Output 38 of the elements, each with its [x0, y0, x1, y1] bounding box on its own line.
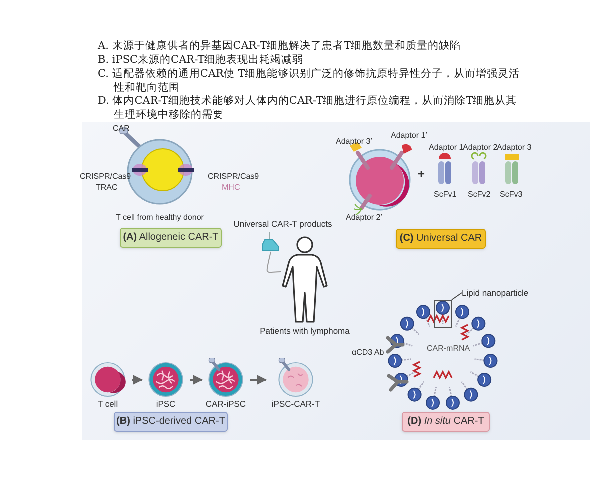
- panel-tag: (D) In situ CAR-T: [402, 412, 490, 432]
- cell-label: iPSC-CAR-T: [272, 400, 320, 408]
- plus-sign: +: [418, 169, 426, 179]
- panel-tag: (A) Allogeneic CAR-T: [120, 228, 222, 248]
- part-label: Lipid nanoparticle: [462, 287, 540, 299]
- part-label: CRISPR/Cas9: [80, 172, 132, 182]
- note-text: A. 来源于健康供者的异基因CAR-T细胞解决了患者T细胞数量和质量的缺陷: [98, 40, 462, 54]
- part-label: Adaptor 3: [497, 143, 532, 153]
- note-text: D. 体内CAR-T细胞技术能够对人体内的CAR-T细胞进行原位编程，从而消除T细胞从其生理环境中移除的需要: [98, 95, 518, 122]
- caption-text: Universal CAR-T products: [232, 219, 334, 230]
- panel-tag: (C) Universal CAR: [396, 229, 486, 249]
- part-label: ScFv2: [468, 190, 491, 200]
- panel-tag: (B) iPSC-derived CAR-T: [114, 412, 228, 432]
- part-label: ScFv3: [500, 190, 523, 200]
- arrow: [132, 375, 143, 385]
- part-label: MHC: [222, 183, 240, 193]
- arrow: [190, 375, 203, 385]
- part-label: T cell from healthy donor: [115, 213, 205, 223]
- part-label: ScFv1: [434, 190, 457, 200]
- part-label: CAR-mRNA: [427, 344, 470, 354]
- part-label: Adaptor 3′: [336, 137, 372, 147]
- cell-label: T cell: [98, 400, 118, 408]
- part-label: CRISPR/Cas9: [208, 172, 260, 182]
- part-label: Adaptor 1: [429, 143, 464, 153]
- part-label: Adaptor 1′: [391, 131, 428, 141]
- leader-line: [452, 292, 462, 300]
- part-label: Adaptor 2: [463, 143, 498, 153]
- cell-label: CAR-iPSC: [206, 400, 246, 408]
- cell-label: iPSC: [156, 400, 176, 408]
- note-text: B. iPSC来源的CAR-T细胞表现出耗竭减弱: [98, 54, 305, 68]
- arrow: [250, 375, 267, 385]
- part-label: Adaptor 2′: [346, 213, 382, 223]
- iv-tube: [266, 252, 282, 274]
- caption-text: Patients with lymphoma: [259, 326, 351, 337]
- part-label: αCD3 Ab: [352, 348, 384, 358]
- part-label: CAR: [113, 124, 130, 134]
- note-text: C. 适配器依赖的通用CAR使 T细胞能够识别广泛的修饰抗原特异性分子，从而增强灵活性和靶向范围: [98, 68, 522, 95]
- part-label: TRAC: [96, 183, 118, 193]
